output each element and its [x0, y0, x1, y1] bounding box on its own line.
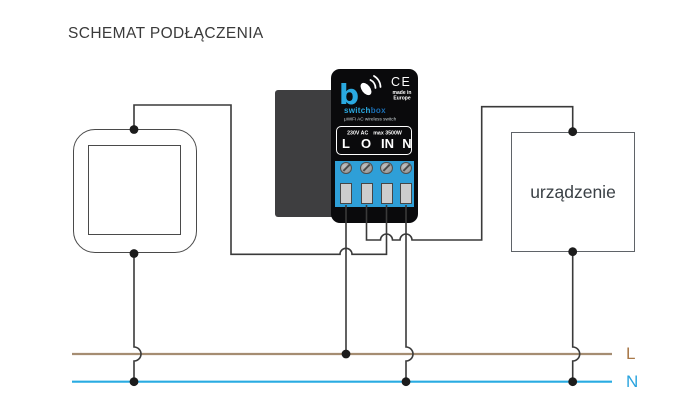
junction-dot: [401, 377, 411, 387]
junction-dot: [341, 349, 351, 359]
terminal-label-o: O: [360, 136, 372, 151]
junction-dot: [568, 127, 578, 137]
rating-plate: 230V AC max 3500W L O IN N: [336, 126, 412, 155]
terminal-slot-l: [340, 183, 352, 204]
terminal-label-l: L: [342, 136, 350, 151]
made-in-label: made in Europe: [392, 90, 412, 101]
ce-mark: CE: [391, 75, 412, 89]
brand-box: box: [370, 106, 386, 115]
load-device-label: urządzenie: [530, 181, 616, 202]
junction-dot: [568, 247, 578, 257]
line-n-label: N: [626, 372, 639, 391]
terminal-slot-o: [360, 183, 373, 204]
brand-switch: switch: [344, 106, 371, 115]
screw-icon: [339, 161, 353, 174]
page-title: SCHEMAT PODŁĄCZENIA: [68, 25, 264, 42]
switchbox-device: b CE made in Europe switchbox μWiFi AC w…: [331, 69, 418, 223]
wire-switch-to-in: [133, 104, 388, 256]
wire-load-to-neutral: [571, 251, 581, 382]
terminal-slot-in: [380, 183, 393, 204]
svg-text:b: b: [339, 78, 359, 111]
screw-icon: [360, 161, 373, 174]
wall-switch: [73, 129, 197, 253]
brand-logo-text: switchbox: [344, 106, 386, 115]
junction-dot: [129, 125, 139, 134]
terminal-label-n: N: [402, 136, 412, 151]
rating-voltage: 230V AC: [347, 130, 369, 136]
blebox-logo-icon: b: [339, 75, 382, 111]
wire-o-terminal-to-load: [365, 105, 574, 241]
terminal-label-in: IN: [381, 136, 394, 151]
junction-dot: [129, 377, 139, 387]
device-back-plate: [275, 90, 335, 217]
screw-icon: [380, 161, 393, 174]
device-subtitle: μWiFi AC wireless switch: [344, 116, 397, 122]
junction-dot: [568, 377, 578, 387]
junction-dot: [129, 249, 139, 258]
rating-row: 230V AC max 3500W: [338, 130, 411, 136]
wall-switch-button: [88, 145, 181, 235]
wire-switch-to-neutral: [133, 253, 142, 382]
rating-power: max 3500W: [373, 130, 402, 136]
line-l-label: L: [626, 344, 636, 363]
screw-icon: [399, 161, 413, 174]
terminal-slot-n: [400, 183, 412, 204]
wire-n-terminal-to-neutral: [405, 205, 414, 382]
